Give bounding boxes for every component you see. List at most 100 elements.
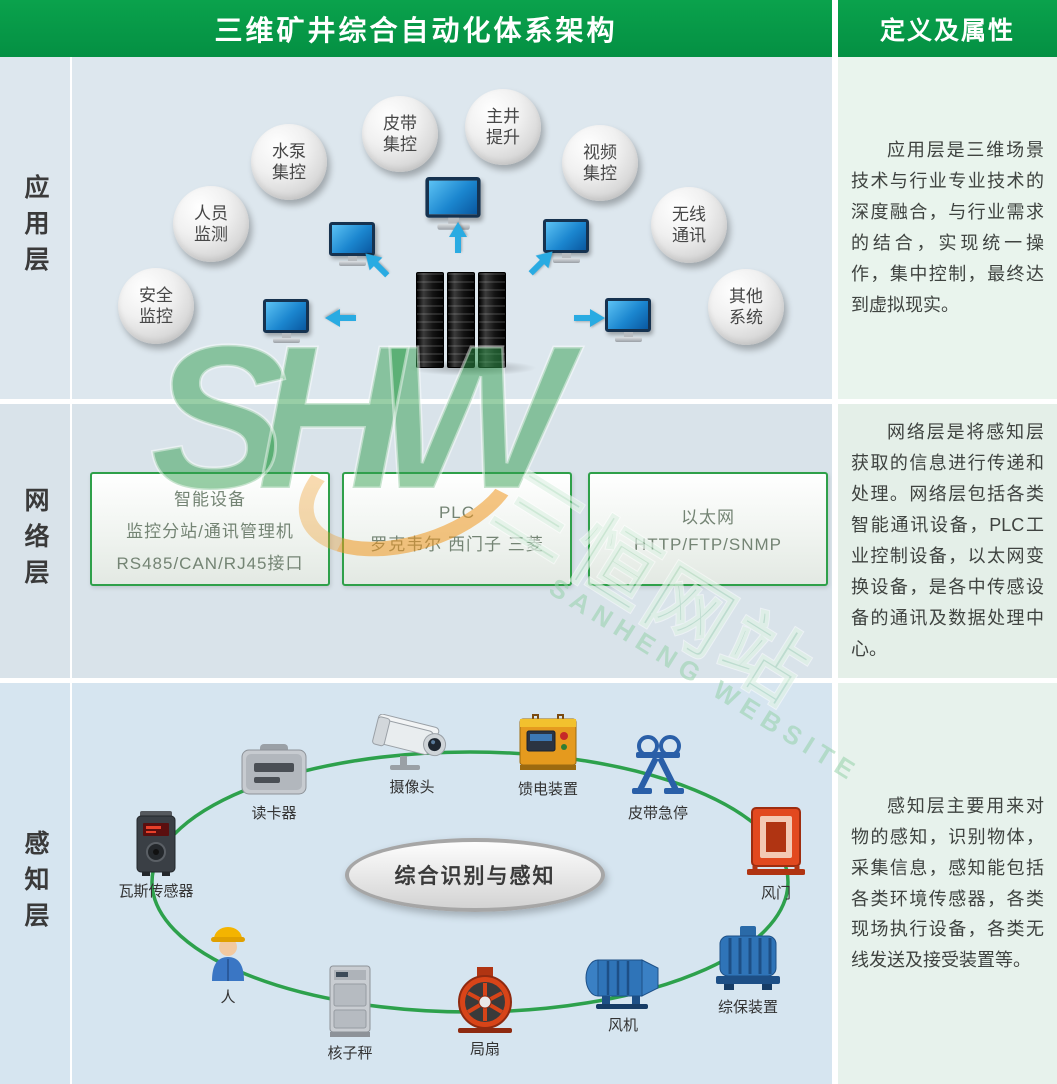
vertical-divider-right bbox=[832, 0, 838, 1084]
monitor-screen bbox=[425, 177, 481, 218]
arrow-up-icon bbox=[449, 222, 467, 253]
device-label: 局扇 bbox=[469, 1041, 500, 1058]
bubble-personnel-monitoring: 人员 监测 bbox=[173, 186, 249, 262]
monitor-base bbox=[552, 258, 580, 263]
device-label: 皮带急停 bbox=[627, 805, 688, 822]
monitor-screen bbox=[329, 222, 375, 256]
monitor-screen bbox=[605, 298, 651, 332]
definition-title: 定义及属性 bbox=[879, 16, 1015, 45]
network-layer-description: 网络层是将感知层获取的信息进行传递和处理。网络层包括各类智能通讯设备，PLC工业… bbox=[838, 404, 1057, 678]
arrow-left-icon bbox=[325, 309, 356, 327]
network-box-line: 罗克韦尔 西门子 三菱 bbox=[370, 535, 544, 554]
card-reader-icon bbox=[241, 744, 307, 795]
monitor-base bbox=[436, 223, 470, 230]
definition-header: 定义及属性 bbox=[838, 0, 1057, 57]
integrated-protection-icon bbox=[716, 926, 780, 990]
device-protection: 综保装置 bbox=[706, 924, 790, 1017]
monitor-icon bbox=[263, 299, 309, 343]
app-layer-description: 应用层是三维场景技术与行业专业技术的深度融合，与行业需求的结合，实现统一操作，集… bbox=[838, 57, 1057, 399]
monitor-screen bbox=[543, 219, 589, 253]
device-fan: 风机 bbox=[580, 952, 666, 1035]
arrow-up-right-icon bbox=[528, 251, 553, 276]
bubble-main-shaft-hoist: 主井 提升 bbox=[465, 89, 541, 165]
perception-layer-description: 感知层主要用来对物的感知，识别物体，采集信息，感知能包括各类环境传感器，各类现场… bbox=[838, 683, 1057, 1084]
network-box-smart-devices: 智能设备 监控分站/通讯管理机 RS485/CAN/RJ45接口 bbox=[90, 472, 330, 586]
network-box-line: RS485/CAN/RJ45接口 bbox=[116, 553, 304, 573]
perception-center-ellipse: 综合识别与感知 bbox=[345, 838, 605, 912]
bubble-other-systems: 其他 系统 bbox=[708, 269, 784, 345]
bubble-video-control: 视频 集控 bbox=[562, 125, 638, 201]
device-person: 人 bbox=[198, 920, 258, 1007]
bubble-pump-control: 水泵 集控 bbox=[251, 124, 327, 200]
device-gas-sensor: 瓦斯传感器 bbox=[110, 810, 202, 901]
network-box-line: 以太网 bbox=[681, 508, 735, 527]
device-air-door: 风门 bbox=[742, 806, 810, 903]
arrow-up-left-icon bbox=[365, 253, 390, 278]
gas-sensor-icon bbox=[136, 811, 176, 876]
device-label: 核子秤 bbox=[327, 1045, 373, 1062]
camera-icon bbox=[372, 714, 447, 770]
device-local-fan: 局扇 bbox=[450, 966, 520, 1059]
device-nuclear-scale: 核子秤 bbox=[320, 964, 380, 1063]
horizontal-divider-2 bbox=[0, 678, 1057, 683]
device-label: 综保装置 bbox=[717, 999, 778, 1016]
device-label: 风门 bbox=[760, 885, 791, 902]
network-box-plc: PLC 罗克韦尔 西门子 三菱 bbox=[342, 472, 572, 586]
network-box-line: HTTP/FTP/SNMP bbox=[633, 535, 783, 554]
bubble-belt-control: 皮带 集控 bbox=[362, 96, 438, 172]
air-door-icon bbox=[747, 807, 805, 875]
device-belt-stop: 皮带急停 bbox=[616, 734, 700, 823]
monitor-neck bbox=[447, 217, 459, 224]
perception-layer-description-text: 感知层主要用来对物的感知，识别物体，采集信息，感知能包括各类环境传感器，各类现场… bbox=[851, 795, 1044, 971]
monitor-icon bbox=[605, 298, 651, 342]
monitor-neck bbox=[347, 256, 357, 261]
page-title: 三维矿井综合自动化体系架构 bbox=[214, 14, 618, 46]
server-rack-icon bbox=[447, 272, 475, 368]
app-desc-background bbox=[838, 57, 1057, 404]
network-box-ethernet: 以太网 HTTP/FTP/SNMP bbox=[588, 472, 828, 586]
server-rack-icon bbox=[416, 272, 444, 368]
belt-emergency-stop-icon bbox=[632, 735, 684, 794]
monitor-base bbox=[338, 261, 366, 266]
monitor-icon bbox=[543, 219, 589, 263]
device-label: 人 bbox=[220, 989, 236, 1006]
bubble-wireless-comm: 无线 通讯 bbox=[651, 187, 727, 263]
network-box-line: PLC bbox=[438, 503, 476, 522]
monitor-icon bbox=[425, 177, 481, 230]
device-label: 馈电装置 bbox=[517, 781, 578, 798]
network-box-line: 监控分站/通讯管理机 bbox=[126, 521, 294, 541]
perception-desc-background bbox=[838, 683, 1057, 1084]
person-icon bbox=[211, 927, 245, 981]
monitor-base bbox=[272, 338, 300, 343]
device-feeder: 馈电装置 bbox=[508, 710, 588, 799]
local-fan-icon bbox=[458, 967, 512, 1033]
perception-center-label: 综合识别与感知 bbox=[394, 865, 556, 888]
app-layer-description-text: 应用层是三维场景技术与行业专业技术的深度融合，与行业需求的结合，实现统一操作，集… bbox=[851, 140, 1044, 315]
monitor-neck bbox=[561, 253, 571, 258]
power-feeder-icon bbox=[519, 714, 577, 770]
network-box-line: 智能设备 bbox=[174, 489, 246, 509]
device-label: 摄像头 bbox=[389, 779, 435, 796]
bubble-safety-monitoring: 安全 监控 bbox=[118, 268, 194, 344]
monitor-base bbox=[614, 337, 642, 342]
nuclear-scale-icon bbox=[329, 965, 371, 1037]
network-desc-background bbox=[838, 404, 1057, 683]
monitor-neck bbox=[281, 333, 291, 338]
arrow-right-icon bbox=[574, 309, 605, 327]
fan-icon bbox=[585, 959, 659, 1009]
monitor-neck bbox=[623, 332, 633, 337]
server-rack-icon bbox=[478, 272, 506, 368]
vertical-divider-left bbox=[70, 57, 72, 1084]
device-label: 读卡器 bbox=[251, 805, 297, 822]
monitor-screen bbox=[263, 299, 309, 333]
horizontal-divider-1 bbox=[0, 399, 1057, 404]
perception-layer-label: 感知层 bbox=[21, 829, 49, 938]
network-layer-description-text: 网络层是将感知层获取的信息进行传递和处理。网络层包括各类智能通讯设备，PLC工业… bbox=[851, 422, 1044, 659]
app-layer-label: 应用层 bbox=[21, 174, 49, 282]
device-label: 瓦斯传感器 bbox=[118, 883, 194, 900]
network-layer-label: 网络层 bbox=[21, 487, 49, 595]
monitor-icon bbox=[329, 222, 375, 266]
device-card-reader: 读卡器 bbox=[232, 742, 316, 823]
main-header: 三维矿井综合自动化体系架构 bbox=[0, 0, 832, 57]
